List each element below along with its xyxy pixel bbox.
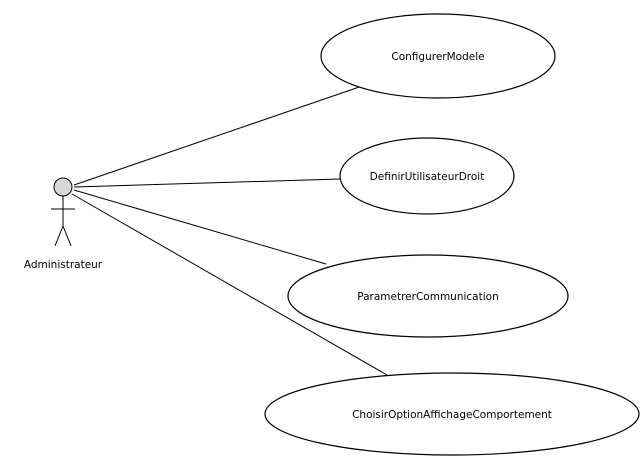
associations	[71, 83, 388, 376]
use-case-label: ConfigurerModele	[391, 51, 484, 63]
actor-administrateur[interactable]: Administrateur	[24, 177, 103, 271]
use-case-definir-utilisateur-droit[interactable]: DefinirUtilisateurDroit	[339, 137, 515, 215]
use-case-label: ParametrerCommunication	[357, 291, 498, 303]
use-case-parametrer-communication[interactable]: ParametrerCommunication	[287, 254, 569, 338]
use-case-choisir-option-affichage-comportement[interactable]: ChoisirOptionAffichageComportement	[264, 372, 640, 456]
use-case-label: ChoisirOptionAffichageComportement	[352, 409, 552, 421]
association-definir-utilisateur-droit	[73, 178, 341, 188]
stick-figure-actor-icon	[51, 177, 75, 247]
use-case-configurer-modele[interactable]: ConfigurerModele	[320, 13, 556, 99]
association-choisir-option-affichage-comportement	[71, 193, 388, 376]
use-case-label: DefinirUtilisateurDroit	[370, 171, 485, 183]
association-configurer-modele	[73, 83, 369, 186]
actor-name: Administrateur	[24, 259, 103, 271]
association-parametrer-communication	[73, 189, 327, 265]
